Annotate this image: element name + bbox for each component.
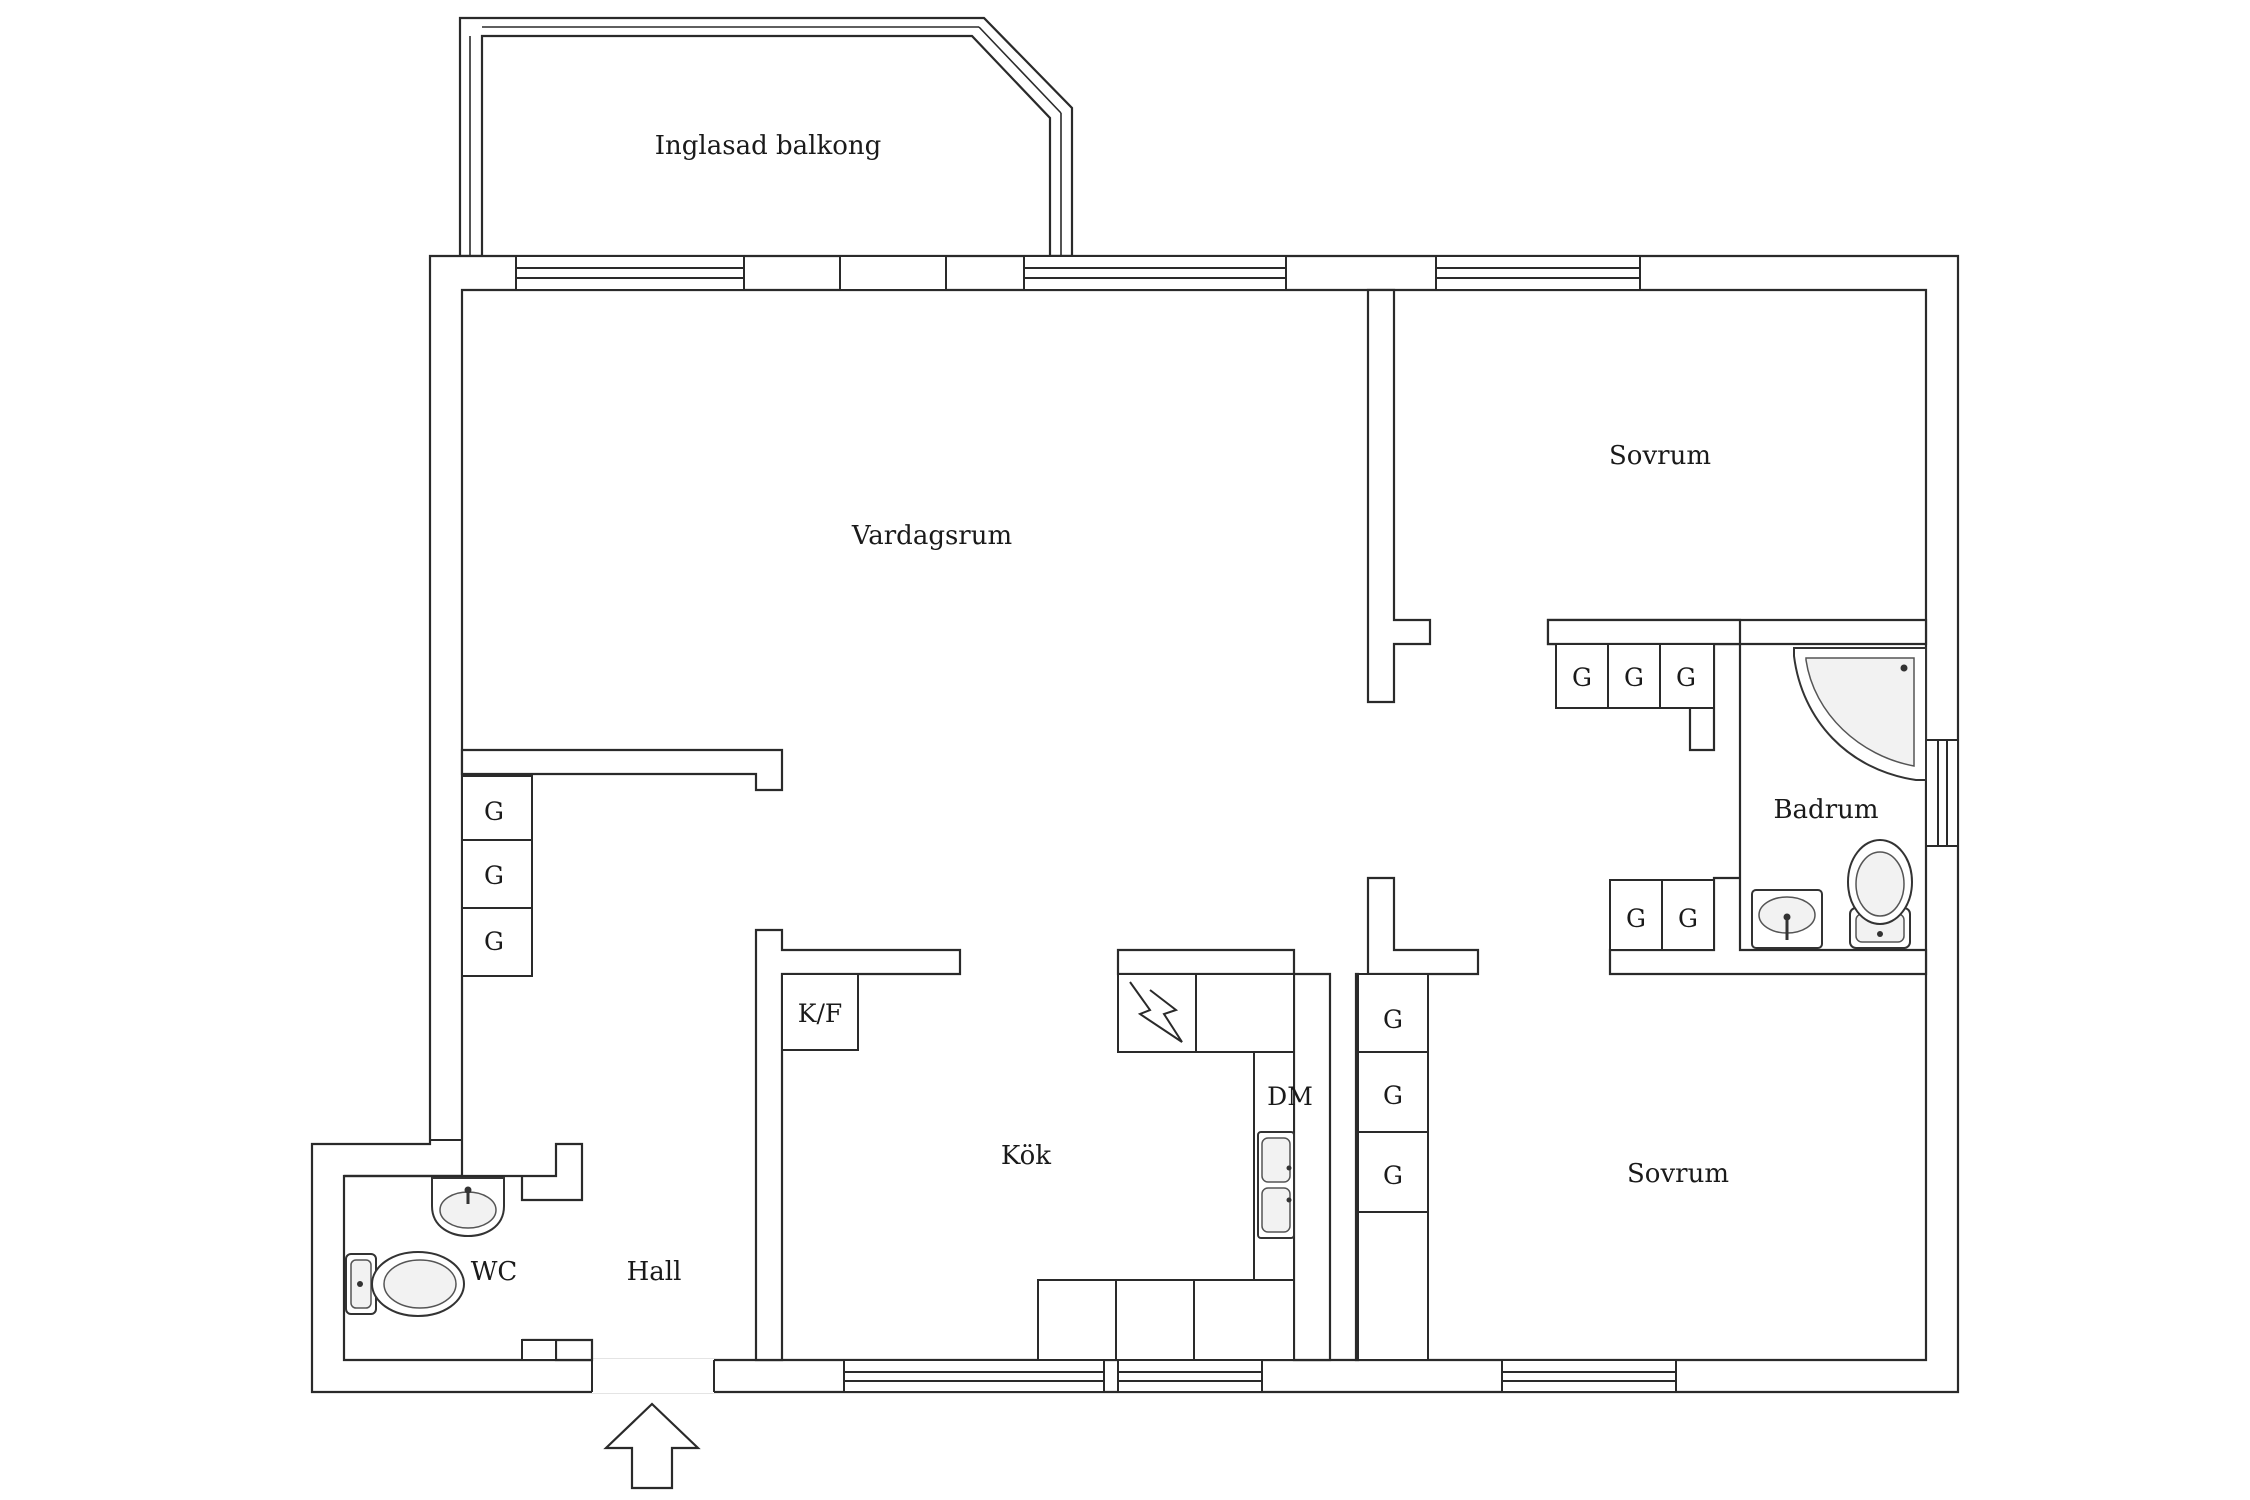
bedroom-top-wardrobes: G G G: [1546, 618, 1742, 709]
fridge-freezer-label: K/F: [798, 999, 842, 1028]
wardrobe-label: G: [1624, 663, 1644, 692]
wardrobe-label: G: [1383, 1081, 1403, 1110]
windows-top: [515, 255, 1641, 291]
wardrobe-label: G: [1626, 904, 1646, 933]
wardrobe-label: G: [1383, 1005, 1403, 1034]
wardrobe-label: G: [1676, 663, 1696, 692]
dishwasher-label: DM: [1267, 1082, 1313, 1111]
room-label-vardagsrum: Vardagsrum: [851, 521, 1012, 551]
double-sink-icon: [1257, 1131, 1295, 1239]
window-right: [1925, 739, 1959, 847]
washbasin-icon: [1751, 889, 1823, 949]
room-label-balkong: Inglasad balkong: [655, 131, 881, 161]
stove-icon: [1117, 973, 1197, 1053]
room-label-sovrum-bottom: Sovrum: [1627, 1159, 1729, 1189]
corner-bathtub-icon: [1793, 647, 1927, 781]
kitchen-fixtures: K/F DM: [781, 973, 1313, 1361]
toilet-icon: [1847, 839, 1913, 949]
interior-walls: [344, 288, 1928, 1362]
wardrobe-label: G: [1678, 904, 1698, 933]
wardrobe-label: G: [1572, 663, 1592, 692]
entrance-arrow-icon: [603, 1402, 701, 1490]
wardrobe-label: G: [484, 927, 504, 956]
wardrobe-label: G: [1383, 1161, 1403, 1190]
room-label-hall: Hall: [627, 1257, 682, 1287]
wardrobe-label: G: [484, 797, 504, 826]
wall-details: [344, 1139, 557, 1361]
toilet-icon: [345, 1251, 465, 1317]
room-label-sovrum-top: Sovrum: [1609, 441, 1711, 471]
bathroom-wardrobes: G G: [1609, 879, 1715, 951]
bedroom-bottom-wardrobes: G G G: [1357, 973, 1429, 1361]
hall-wardrobes: G G G: [461, 775, 533, 977]
washbasin-icon: [431, 1177, 505, 1238]
room-label-wc: WC: [471, 1257, 518, 1287]
outer-wall: [310, 254, 1960, 1394]
windows-bottom: [591, 1359, 1677, 1393]
room-label-kok: Kök: [1001, 1141, 1051, 1171]
wardrobe-label: G: [484, 861, 504, 890]
room-label-badrum: Badrum: [1773, 795, 1878, 825]
